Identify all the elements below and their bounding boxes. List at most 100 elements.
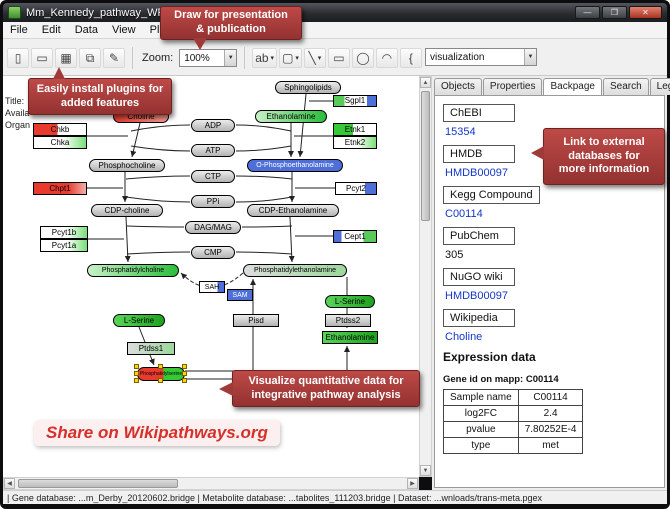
pathway-node-sam[interactable]: SAM <box>227 289 253 301</box>
database-value-nugo-wiki[interactable]: HMDB00097 <box>445 290 508 302</box>
selection-handle[interactable] <box>134 378 139 383</box>
pathway-node-sgpl1[interactable]: Sgpl1 <box>333 95 377 107</box>
pathway-node-dag-mag[interactable]: DAG/MAG <box>185 221 241 234</box>
pathway-node-pcyt1b[interactable]: Pcyt1b <box>40 226 88 239</box>
pathway-node-pcyt2[interactable]: Pcyt2 <box>335 182 377 195</box>
database-header-nugo-wiki: NuGO wiki <box>443 268 515 286</box>
scroll-up-icon[interactable]: ▲ <box>420 77 431 88</box>
pathway-node-phosphatidylcholine[interactable]: Phosphatidylcholine <box>87 264 179 277</box>
zoom-select[interactable]: 100% ▼ <box>179 49 238 67</box>
tab-objects[interactable]: Objects <box>434 78 482 95</box>
tab-legend[interactable]: Legend <box>649 78 670 95</box>
ellipse-tool[interactable]: ◯ <box>351 48 374 68</box>
selection-handle[interactable] <box>182 378 187 383</box>
export-button[interactable]: ✎ <box>103 48 125 68</box>
selection-handle[interactable] <box>158 378 163 383</box>
chevron-down-icon[interactable]: ▾ <box>317 55 322 62</box>
horizontal-scrollbar[interactable]: ◀ ▶ <box>3 477 419 490</box>
pathway-node-atp[interactable]: ATP <box>191 144 235 157</box>
pathway-node-sah[interactable]: SAH <box>199 281 225 293</box>
database-value-hmdb[interactable]: HMDB00097 <box>445 167 508 179</box>
callout-visualize-data: Visualize quantitative data for integrat… <box>219 370 420 407</box>
scroll-right-icon[interactable]: ▶ <box>407 478 418 489</box>
import-button[interactable]: ⧉ <box>79 48 101 68</box>
pathway-node-etnk2[interactable]: Etnk2 <box>333 136 377 149</box>
pathway-node-ppi[interactable]: PPi <box>191 195 235 208</box>
pathway-node-chkb[interactable]: Chkb <box>33 123 87 136</box>
horizontal-scroll-thumb[interactable] <box>18 479 178 488</box>
pathway-node-l-serine[interactable]: L-Serine <box>113 314 165 327</box>
expression-cell: log2FC <box>443 405 519 422</box>
visualization-select[interactable]: visualization ▼ <box>425 48 537 66</box>
database-value-kegg-compound[interactable]: C00114 <box>445 208 483 220</box>
pathway-node-ptdss1[interactable]: Ptdss1 <box>127 342 175 355</box>
pathway-node-cdp-ethanolamine[interactable]: CDP-Ethanolamine <box>247 204 339 217</box>
pathway-node-ethanolamine[interactable]: Ethanolamine <box>322 331 378 344</box>
close-button[interactable]: ✕ <box>629 6 662 19</box>
pathway-node-etnk1[interactable]: Etnk1 <box>333 123 377 136</box>
pathway-edge <box>235 145 292 152</box>
chevron-down-icon[interactable]: ▾ <box>270 55 275 62</box>
pathway-edge <box>288 216 295 263</box>
pathway-node-cmp[interactable]: CMP <box>191 246 235 259</box>
pathway-node-pisd[interactable]: Pisd <box>233 314 279 327</box>
selection-handle[interactable] <box>134 371 139 376</box>
pathway-node-ptdss2[interactable]: Ptdss2 <box>325 314 371 327</box>
arc-tool[interactable]: ◠ <box>375 48 398 68</box>
pathway-node-ctp[interactable]: CTP <box>191 170 235 183</box>
pathway-node-cept1[interactable]: Cept1 <box>333 230 377 243</box>
selection-handle[interactable] <box>134 364 139 369</box>
pathway-node-cdp-choline[interactable]: CDP-choline <box>91 204 163 217</box>
save-button[interactable]: ▦ <box>55 48 77 68</box>
vertical-scrollbar[interactable]: ▲ ▼ <box>419 76 432 477</box>
pathway-node-pcyt1a[interactable]: Pcyt1a <box>40 239 88 252</box>
rectangle-tool[interactable]: ▭ <box>327 48 350 68</box>
pathway-edge <box>126 225 185 228</box>
tab-backpage[interactable]: Backpage <box>543 78 602 95</box>
line-tool[interactable]: ╲▾ <box>303 48 326 68</box>
scroll-left-icon[interactable]: ◀ <box>4 478 15 489</box>
pathway-node-ethanolamine[interactable]: Ethanolamine <box>255 110 327 123</box>
pathway-node-chka[interactable]: Chka <box>33 136 87 149</box>
pathway-edge <box>124 216 131 263</box>
pathway-node-phosphocholine[interactable]: Phosphocholine <box>89 159 165 172</box>
pathway-node-chpt1[interactable]: Chpt1 <box>33 182 87 195</box>
pathway-node-phosphatidylethanolamine[interactable]: Phosphatidylethanolamine <box>243 264 347 277</box>
tab-search[interactable]: Search <box>602 78 649 95</box>
database-header-pubchem: PubChem <box>443 227 515 245</box>
chevron-down-icon[interactable]: ▼ <box>224 50 237 66</box>
tab-properties[interactable]: Properties <box>482 78 543 95</box>
chevron-down-icon[interactable]: ▼ <box>524 49 536 65</box>
new-file-button[interactable]: ▯ <box>7 48 29 68</box>
selection-handle[interactable] <box>182 371 187 376</box>
pathway-node-o-phosphoethanolamine[interactable]: O-Phosphoethanolamine <box>247 159 343 172</box>
menu-edit[interactable]: Edit <box>41 24 61 36</box>
datanode-tool[interactable]: ▢▾ <box>279 48 302 68</box>
pathway-node-sphingolipids[interactable]: Sphingolipids <box>275 81 341 94</box>
database-value-wikipedia[interactable]: Choline <box>445 331 483 343</box>
minimize-button[interactable]: — <box>575 6 600 19</box>
database-value-chebi[interactable]: 15354 <box>445 126 476 138</box>
brace-tool[interactable]: { <box>399 48 422 68</box>
open-button[interactable]: ▭ <box>31 48 53 68</box>
title-bar: Mm_Kennedy_pathway_WP1771_45176.gpml... … <box>3 3 667 22</box>
scroll-down-icon[interactable]: ▼ <box>420 465 431 476</box>
pathway-edge <box>241 225 293 228</box>
database-header-chebi: ChEBI <box>443 104 515 122</box>
vertical-scroll-thumb[interactable] <box>421 91 430 221</box>
label-tool[interactable]: ab▾ <box>252 48 278 68</box>
menu-data[interactable]: Data <box>74 24 98 36</box>
selection-handle[interactable] <box>158 364 163 369</box>
menu-file[interactable]: File <box>10 24 28 36</box>
selection-handle[interactable] <box>182 364 187 369</box>
maximize-button[interactable]: ❐ <box>602 6 627 19</box>
menu-view[interactable]: View <box>111 24 136 36</box>
pathway-node-l-serine[interactable]: L-Serine <box>325 295 375 308</box>
chevron-down-icon[interactable]: ▾ <box>295 55 299 62</box>
pathway-node-adp[interactable]: ADP <box>191 119 235 132</box>
